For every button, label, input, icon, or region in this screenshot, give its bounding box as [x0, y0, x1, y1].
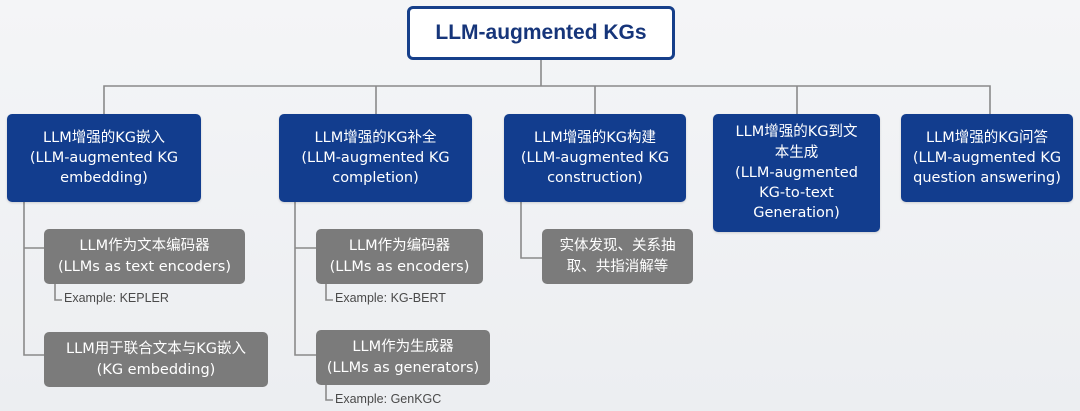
category-label: (LLM-augmented KG — [520, 149, 670, 166]
sub-entity-relation-extraction: 实体发现、关系抽 取、共指消解等 — [542, 229, 693, 284]
example-genkgc: Example: GenKGC — [335, 392, 442, 406]
category-kg-question-answering: LLM增强的KG问答 (LLM-augmented KG question an… — [901, 114, 1073, 202]
sub-label: (LLMs as text encoders) — [57, 258, 232, 275]
example-genkgc-connector — [325, 384, 333, 401]
sub-label: LLM用于联合文本与KG嵌入 — [66, 341, 246, 358]
sub-label: LLM作为文本编码器 — [79, 238, 210, 255]
sub-encoders: LLM作为编码器 (LLMs as encoders) — [316, 229, 483, 284]
category-kg-embedding: LLM增强的KG嵌入 (LLM-augmented KG embedding) — [7, 114, 201, 202]
category-label: (LLM-augmented KG — [301, 149, 450, 166]
category-label: construction) — [547, 170, 643, 187]
category-label: LLM增强的KG到文 — [735, 124, 858, 141]
sub-joint-text-kg-embedding: LLM用于联合文本与KG嵌入 (KG embedding) — [44, 332, 268, 387]
sub-label: (KG embedding) — [96, 361, 216, 378]
category-label: LLM增强的KG问答 — [926, 129, 1048, 146]
category-label: LLM增强的KG嵌入 — [43, 129, 165, 146]
category-label: (LLM-augmented KG — [29, 149, 179, 166]
sub-label: 实体发现、关系抽 — [559, 238, 676, 255]
category-label: Generation) — [753, 205, 840, 222]
category-label: (LLM-augmented — [735, 164, 858, 181]
category-label: (LLM-augmented KG — [912, 149, 1062, 166]
main-horizontal-connector — [103, 85, 991, 114]
root-title: LLM-augmented KGs — [435, 21, 647, 44]
category-label: embedding) — [60, 170, 148, 187]
sub-label: LLM作为编码器 — [348, 238, 451, 255]
category-label: KG-to-text — [759, 185, 834, 202]
sub-text-encoders: LLM作为文本编码器 (LLMs as text encoders) — [44, 229, 245, 284]
category-label: 本生成 — [774, 144, 819, 161]
category-label: LLM增强的KG构建 — [534, 129, 656, 146]
sub-generators: LLM作为生成器 (LLMs as generators) — [316, 330, 490, 385]
sub-label: (LLMs as encoders) — [329, 258, 470, 275]
sub-label: 取、共指消解等 — [566, 258, 669, 275]
category-label: completion) — [332, 170, 419, 187]
completion-branch-connector — [294, 202, 316, 356]
example-kepler: Example: KEPLER — [64, 291, 169, 305]
example-kgbert: Example: KG-BERT — [335, 291, 446, 305]
sub-label: (LLMs as generators) — [326, 359, 480, 376]
category-kg-construction: LLM增强的KG构建 (LLM-augmented KG constructio… — [504, 114, 686, 202]
construction-branch-connector — [520, 202, 542, 259]
example-kepler-connector — [54, 283, 62, 301]
root-node: LLM-augmented KGs — [407, 6, 675, 60]
sub-label: LLM作为生成器 — [352, 339, 454, 356]
embedding-branch-connector — [23, 202, 44, 356]
category-label: LLM增强的KG补全 — [314, 129, 437, 146]
category-label: question answering) — [913, 170, 1061, 187]
example-kgbert-connector — [325, 283, 333, 301]
category-kg-completion: LLM增强的KG补全 (LLM-augmented KG completion) — [279, 114, 472, 202]
category-kg-to-text: LLM增强的KG到文 本生成 (LLM-augmented KG-to-text… — [713, 114, 880, 232]
